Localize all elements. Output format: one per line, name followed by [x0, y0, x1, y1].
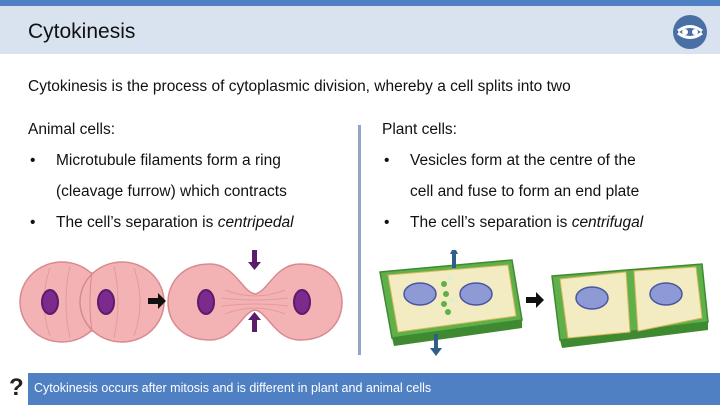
title-bar: [0, 6, 720, 54]
up-arrow-icon: [450, 250, 458, 268]
plant-cell-early: [379, 250, 523, 356]
animal-cytokinesis-illustration: [19, 250, 343, 343]
eye-logo-icon[interactable]: [672, 14, 708, 50]
intro-text: Cytokinesis is the process of cytoplasmi…: [28, 78, 571, 95]
right-arrow-icon: [148, 293, 166, 309]
plant-bullet-1-line-2: cell and fuse to form an end plate: [410, 183, 640, 200]
animal-bullet-2-text: The cell’s separation is centripedal: [56, 208, 294, 238]
nucleus-icon: [97, 289, 115, 315]
animal-bullet-2-prefix: The cell’s separation is: [56, 214, 218, 231]
footer-bar: ? Cytokinesis occurs after mitosis and i…: [0, 370, 720, 405]
question-icon: ?: [9, 374, 24, 401]
bullet-glyph: •: [30, 152, 36, 169]
animal-heading: Animal cells:: [28, 121, 115, 138]
plant-cell-divided: [551, 263, 709, 348]
animal-cell-early: [19, 261, 165, 343]
plant-bullet-1-line-1: Vesicles form at the centre of the: [410, 152, 636, 169]
plant-bullet-2-emphasis: centrifugal: [571, 214, 644, 231]
animal-cell-furrow: [167, 250, 343, 341]
bullet-glyph: •: [384, 214, 390, 231]
top-accent-bar: [0, 0, 720, 6]
bullet-glyph: •: [384, 152, 390, 169]
animal-bullet-1-line-1: Microtubule filaments form a ring: [56, 152, 281, 169]
footer-text: Cytokinesis occurs after mitosis and is …: [34, 381, 432, 395]
nucleus-icon: [459, 282, 493, 306]
plant-bullet-2-text: The cell’s separation is centrifugal: [410, 208, 643, 238]
animal-bullet-2-emphasis: centripedal: [217, 214, 294, 231]
plant-bullet-2-prefix: The cell’s separation is: [410, 214, 572, 231]
right-arrow-icon: [526, 292, 544, 308]
nucleus-icon: [403, 282, 437, 306]
animal-bullet-1-line-2: (cleavage furrow) which contracts: [56, 183, 287, 200]
nucleus-icon: [575, 286, 609, 310]
plant-cytokinesis-illustration: [379, 250, 709, 356]
up-arrow-icon: [248, 312, 261, 332]
bullet-glyph: •: [30, 214, 36, 231]
down-arrow-icon: [430, 334, 442, 356]
nucleus-icon: [197, 289, 215, 315]
nucleus-icon: [41, 289, 59, 315]
nucleus-icon: [293, 289, 311, 315]
slide-title: Cytokinesis: [28, 20, 136, 43]
footer-band: Cytokinesis occurs after mitosis and is …: [28, 373, 720, 405]
column-divider: [358, 125, 361, 355]
plant-heading: Plant cells:: [382, 121, 457, 138]
nucleus-icon: [649, 282, 683, 306]
down-arrow-icon: [248, 250, 261, 270]
